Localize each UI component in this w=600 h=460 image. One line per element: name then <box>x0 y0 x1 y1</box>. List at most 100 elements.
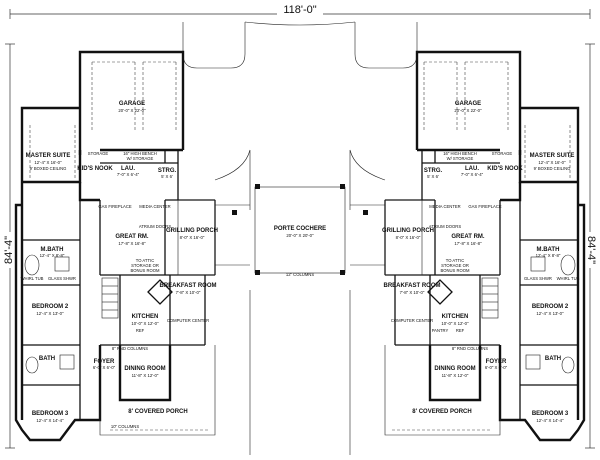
depth-dimension-line-left <box>3 43 17 449</box>
left-lau-dim: 7'-0" X 6'-4" <box>117 172 140 177</box>
left-atrium-doors: ATRIUM DOORS <box>139 224 171 229</box>
left-strg-label: STRG. <box>158 168 177 174</box>
right-garage-dim: 20'-0" X 22'-0" <box>454 108 482 113</box>
left-great-rm-dim: 17'-8" X 16'-8" <box>118 241 146 246</box>
left-master-suite-label: MASTER SUITE <box>26 153 71 159</box>
right-whirl-tub: WHIRL TUB <box>557 276 580 281</box>
right-gas-fireplace: GAS FIREPLACE <box>468 204 501 209</box>
right-bath-label: BATH <box>545 356 561 362</box>
right-master-suite-label: MASTER SUITE <box>530 153 575 159</box>
right-bench-label: 16" HIGH BENCH <box>443 151 477 156</box>
right-columns-8: 8" RND COLUMNS <box>452 346 488 351</box>
right-bedroom2-label: BEDROOM 2 <box>532 304 569 310</box>
left-glass-shwr: GLASS SHWR <box>48 276 76 281</box>
left-lau-label: LAU. <box>121 166 135 172</box>
left-bedroom3-label: BEDROOM 3 <box>32 411 69 417</box>
columns-note: 12" COLUMNS <box>286 272 314 277</box>
right-bedroom3-label: BEDROOM 3 <box>532 411 569 417</box>
left-dining-label: DINING ROOM <box>124 366 165 372</box>
left-storage-label: STORAGE <box>88 151 109 156</box>
left-foyer-dim: 6'-0" X 6'-0" <box>93 365 116 370</box>
right-covered-porch-label: 8' COVERED PORCH <box>412 409 471 415</box>
overall-width-label: 118'-0" <box>283 4 316 16</box>
right-grilling-porch-label: GRILLING PORCH <box>382 228 434 234</box>
left-columns-8: 8" RND COLUMNS <box>112 346 148 351</box>
overall-depth-label-right: 84'-4" <box>585 236 597 264</box>
right-atrium-doors: ATRIUM DOORS <box>429 224 461 229</box>
right-lau-label: LAU. <box>465 166 479 172</box>
right-kids-nook-label: KID'S NOOK <box>487 166 523 172</box>
left-garage-label: GARAGE <box>119 101 145 107</box>
right-great-rm-dim: 17'-8" X 16'-8" <box>454 241 482 246</box>
left-grilling-porch-label: GRILLING PORCH <box>166 228 218 234</box>
left-master-ceiling: 9' BOXED CEILING <box>30 166 67 171</box>
left-bath-label: BATH <box>39 356 55 362</box>
right-master-dim: 12'-4" X 16'-0" <box>538 160 566 165</box>
right-master-ceiling: 9' BOXED CEILING <box>534 166 571 171</box>
right-breakfast-label: BREAKFAST ROOM <box>384 283 441 289</box>
left-columns-10: 10" COLUMNS <box>111 424 139 429</box>
left-kitchen-dim: 10'-0" X 12'-0" <box>131 321 159 326</box>
left-attic-label-2: STORAGE OR <box>131 263 159 268</box>
left-bedroom3-dim: 12'-4" X 14'-4" <box>36 418 64 423</box>
left-attic-label: TO ATTIC <box>136 258 154 263</box>
right-breakfast-dim: 7'-8" X 10'-0" <box>400 290 425 295</box>
left-bench-storage-label: W/ STORAGE <box>127 156 154 161</box>
left-gas-fireplace: GAS FIREPLACE <box>98 204 131 209</box>
left-attic-label-3: BONUS ROOM <box>130 268 160 273</box>
left-ref-label: REF <box>136 328 145 333</box>
right-lau-dim: 7'-0" X 6'-4" <box>461 172 484 177</box>
right-kitchen-label: KITCHEN <box>442 314 469 320</box>
right-grilling-dim: 8'-0" X 16'-0" <box>396 235 421 240</box>
left-unit-walls <box>14 50 216 442</box>
right-mbath-label: M.BATH <box>537 247 560 253</box>
right-bedroom3-dim: 12'-4" X 14'-4" <box>536 418 564 423</box>
right-storage-label: STORAGE <box>492 151 513 156</box>
right-pantry-label: PANTRY <box>432 328 449 333</box>
right-attic-label-2: STORAGE OR <box>441 263 469 268</box>
left-kids-nook-label: KID'S NOOK <box>77 166 113 172</box>
left-mbath-label: M.BATH <box>41 247 64 253</box>
right-bedroom2-dim: 12'-4" X 13'-0" <box>536 311 564 316</box>
left-breakfast-label: BREAKFAST ROOM <box>160 283 217 289</box>
left-foyer-label: FOYER <box>94 359 115 365</box>
left-mbath-dim: 12'-4" X 8'-8" <box>40 253 65 258</box>
right-strg-label: STRG. <box>424 168 443 174</box>
porte-cochere-label: PORTE COCHERE <box>274 226 326 232</box>
left-bedroom2-label: BEDROOM 2 <box>32 304 69 310</box>
right-ref-label: REF <box>456 328 465 333</box>
right-strg-dim: 5' X 6' <box>427 174 439 179</box>
width-dimension-line <box>9 4 591 19</box>
porte-cochere <box>232 184 368 275</box>
right-attic-label: TO ATTIC <box>446 258 464 263</box>
right-glass-shwr: GLASS SHWR <box>524 276 552 281</box>
right-dining-label: DINING ROOM <box>434 366 475 372</box>
left-master-dim: 12'-4" X 16'-0" <box>34 160 62 165</box>
left-dining-dim: 11'-8" X 12'-0" <box>132 373 159 378</box>
left-bedroom2-dim: 12'-4" X 13'-0" <box>36 311 64 316</box>
left-computer-center: COMPUTER CENTER <box>167 318 209 323</box>
left-media-center: MEDIA CENTER <box>139 204 170 209</box>
right-foyer-dim: 6'-0" X 6'-0" <box>485 365 508 370</box>
porte-cochere-dim: 20'-0" X 20'-0" <box>286 233 314 238</box>
left-grilling-dim: 8'-0" X 16'-0" <box>180 235 205 240</box>
left-covered-porch-label: 8' COVERED PORCH <box>128 409 187 415</box>
left-strg-dim: 5' X 6' <box>161 174 173 179</box>
left-great-rm-label: GREAT RM. <box>115 234 149 240</box>
right-computer-center: COMPUTER CENTER <box>391 318 433 323</box>
left-kitchen-label: KITCHEN <box>132 314 159 320</box>
left-whirl-tub: WHIRL TUB <box>21 276 44 281</box>
right-dining-dim: 11'-8" X 12'-0" <box>442 373 469 378</box>
right-unit-walls <box>384 50 586 442</box>
left-breakfast-dim: 7'-8" X 10'-0" <box>176 290 201 295</box>
right-mbath-dim: 12'-4" X 8'-8" <box>536 253 561 258</box>
right-great-rm-label: GREAT RM. <box>451 234 485 240</box>
right-garage-label: GARAGE <box>455 101 481 107</box>
left-bench-label: 16" HIGH BENCH <box>123 151 157 156</box>
overall-depth-label-left: 84'-4" <box>3 236 15 264</box>
right-kitchen-dim: 10'-0" X 12'-0" <box>441 321 469 326</box>
right-attic-label-3: BONUS ROOM <box>440 268 470 273</box>
right-bench-storage-label: W/ STORAGE <box>447 156 474 161</box>
right-media-center: MEDIA CENTER <box>429 204 460 209</box>
